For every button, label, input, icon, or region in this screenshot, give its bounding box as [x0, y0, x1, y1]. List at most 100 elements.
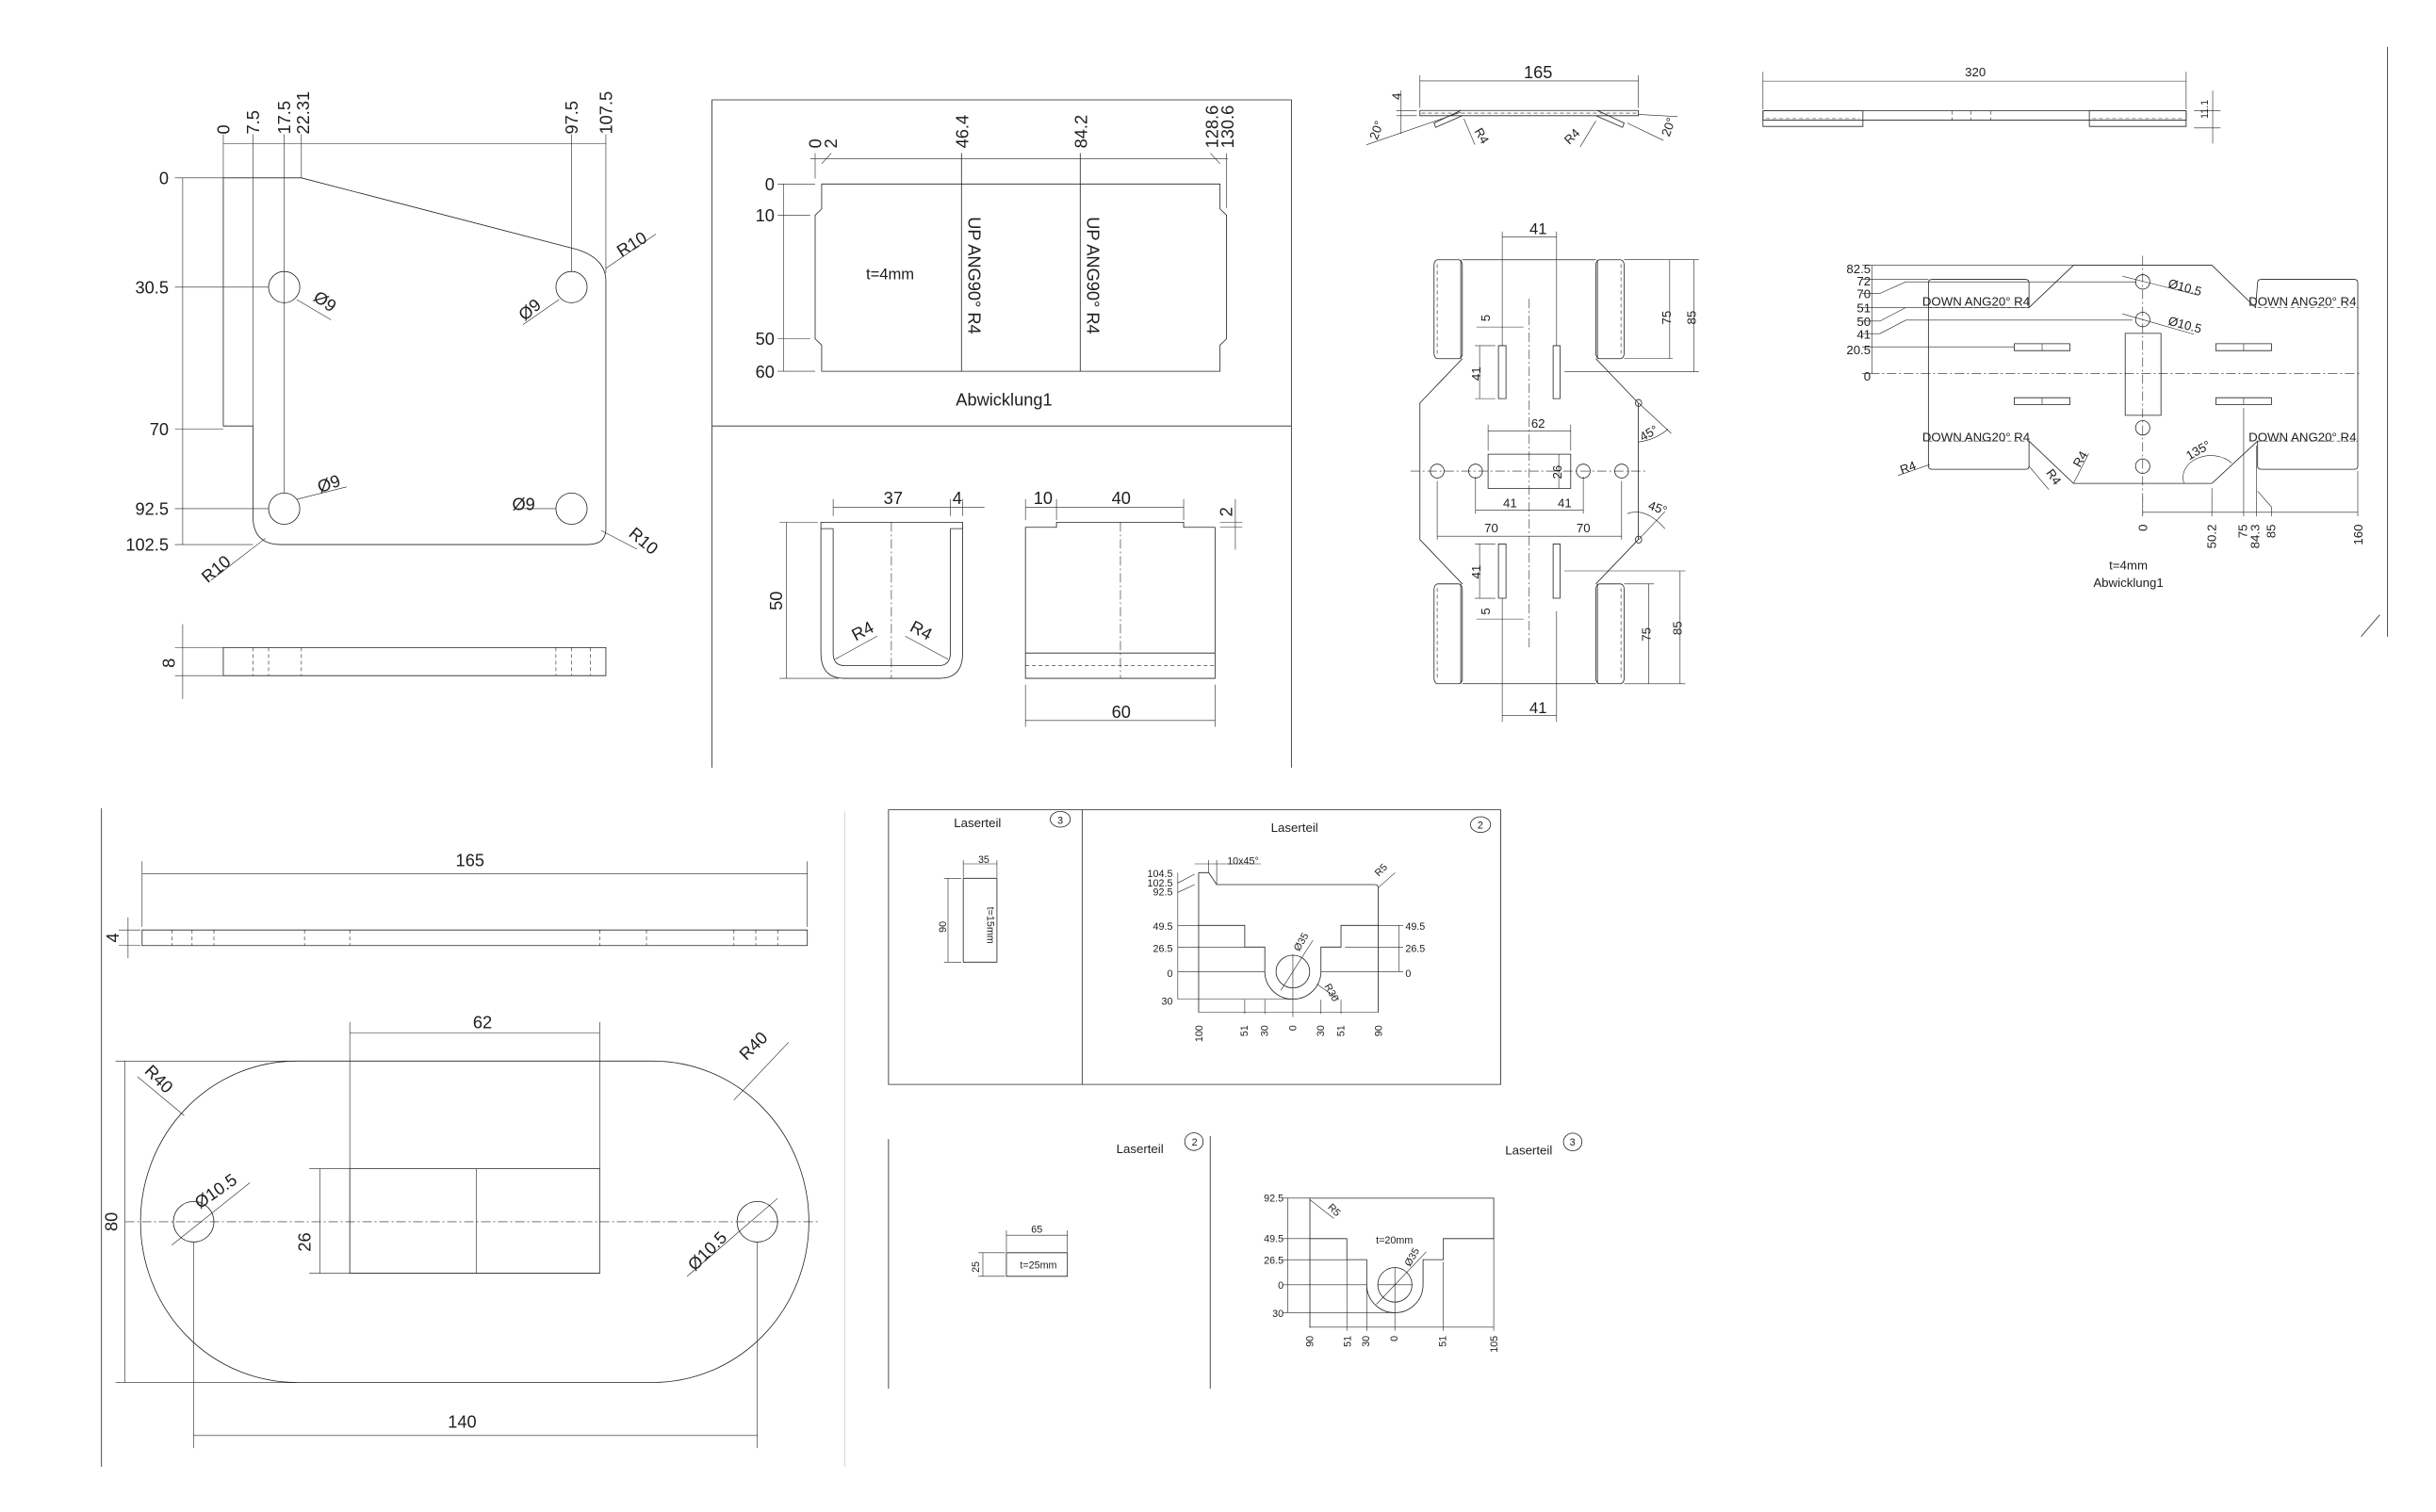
dim-label: 320 [1965, 65, 1986, 79]
sheet-border-right [2361, 47, 2387, 637]
radius-label: R10 [198, 552, 234, 587]
long-part-side [1763, 72, 2221, 143]
dim-label: 26 [296, 1232, 315, 1251]
radius-label: R10 [613, 228, 650, 261]
dim-label: 85 [1685, 311, 1699, 325]
radius-label: R4 [1561, 126, 1583, 148]
dim-label: 0 [215, 124, 234, 134]
radius-label: R4 [907, 617, 936, 644]
hole-label: Ø9 [513, 496, 535, 514]
dim-label: 49.5 [1405, 921, 1425, 933]
dim-label: 50 [1856, 315, 1871, 329]
dim-label: 85 [2264, 525, 2278, 539]
radius-label: R5 [1373, 862, 1390, 879]
dim-label: 72 [1856, 274, 1871, 288]
long-part-flat-pattern [1862, 256, 2361, 517]
dim-label: 0 [2135, 525, 2150, 531]
dim-label: 70 [1484, 521, 1498, 535]
dim-label: 10 [756, 206, 775, 225]
panel-title: Laserteil [954, 816, 1001, 830]
view-caption: Abwicklung1 [2093, 576, 2163, 590]
hole-label: Ø35 [1403, 1246, 1423, 1269]
dim-label: 17.5 [275, 101, 294, 134]
dim-label: 75 [2235, 525, 2249, 539]
dim-label: 0 [807, 138, 826, 148]
dim-label: 90 [1305, 1336, 1316, 1347]
radius-label: R4 [1472, 125, 1492, 146]
dim-label: 2 [822, 138, 841, 148]
hole-label: Ø10.5 [684, 1228, 730, 1275]
dim-label: 50 [767, 592, 786, 610]
dim-label: 30 [1161, 997, 1172, 1008]
radius-label: R5 [1325, 1202, 1342, 1219]
dim-label: 160 [2351, 525, 2365, 545]
dim-label: 0 [1405, 968, 1411, 980]
dim-label: 5 [1479, 608, 1493, 614]
laser-geometry [944, 811, 1491, 1016]
panel-title: Laserteil [1117, 1142, 1164, 1156]
dim-label: 51 [1437, 1336, 1448, 1347]
thickness-note: t=15mm [984, 907, 995, 944]
thickness-note: t=4mm [866, 265, 914, 283]
radius-label: R30 [1322, 982, 1341, 1003]
hole-label: Ø9 [515, 295, 544, 324]
dim-label: 90 [938, 921, 949, 933]
dim-label: 0 [1167, 968, 1172, 980]
dim-label: 130.6 [1218, 106, 1237, 149]
laser-panel-bottom: Laserteil 2 65 25 t=25mm Laserteil 3 92.… [889, 1133, 1582, 1390]
radius-label: R4 [1898, 458, 1918, 477]
dim-label: 90 [1373, 1025, 1384, 1036]
dim-label: 7.5 [244, 110, 263, 134]
bend-note: DOWN ANG20° R4 [2248, 431, 2356, 445]
dim-label: 92.5 [1264, 1193, 1283, 1204]
dim-label: 37 [884, 489, 903, 508]
dim-label: 80 [102, 1212, 121, 1231]
dim-label: 0 [1389, 1336, 1400, 1341]
dim-label: 30.5 [135, 278, 168, 297]
hole-label: Ø9 [315, 471, 343, 496]
dim-label: 2 [1217, 507, 1235, 516]
dim-label: 49.5 [1153, 921, 1173, 933]
dim-label: 60 [756, 363, 775, 382]
bend-note: UP ANG90° R4 [964, 217, 983, 333]
dim-label: 41 [1469, 565, 1483, 579]
dim-label: 60 [1112, 703, 1131, 722]
dim-label: 41 [1558, 496, 1572, 510]
thickness-note: t=20mm [1376, 1235, 1413, 1246]
bend-note: UP ANG90° R4 [1083, 217, 1102, 333]
view-caption: Abwicklung1 [956, 391, 1052, 410]
dim-label: 40 [1112, 489, 1131, 508]
angle-label: 20° [1659, 116, 1678, 138]
dim-label: 26 [1550, 465, 1564, 480]
panel-divider [889, 1136, 1210, 1389]
part-number: 3 [1570, 1137, 1576, 1148]
dim-label: 30 [1260, 1025, 1271, 1036]
dim-label: 30 [1316, 1025, 1327, 1036]
hole-label: Ø9 [310, 287, 339, 316]
angle-label: 20° [1366, 119, 1386, 141]
dim-label: 85 [1671, 621, 1685, 635]
hole-label: Ø10.5 [191, 1170, 240, 1212]
dim-label: 128.6 [1202, 106, 1221, 149]
laser-geometry [978, 1133, 1582, 1331]
dim-label: 26.5 [1405, 943, 1425, 954]
part-number: 2 [1478, 821, 1483, 832]
bracket-geometry [777, 154, 1242, 727]
dim-label: 20.5 [1846, 343, 1871, 357]
dim-label: 100 [1194, 1025, 1205, 1042]
dim-label: 41 [1503, 496, 1517, 510]
dim-label: 0 [1278, 1280, 1283, 1292]
radius-label: R10 [626, 524, 662, 559]
bend-note: DOWN ANG20° R4 [1922, 431, 2030, 445]
dim-label: 70 [1856, 286, 1871, 301]
dim-label: 51 [1342, 1336, 1353, 1347]
dim-label: 30 [1361, 1336, 1372, 1347]
hole-label: Ø10.5 [2166, 276, 2203, 299]
plate-view: 0 7.5 17.5 22.31 97.5 107.5 0 30.5 70 92… [125, 91, 662, 699]
bend-note: DOWN ANG20° R4 [2248, 295, 2356, 309]
chamfer-label: 10x45° [1227, 856, 1259, 868]
radius-label: R4 [2043, 466, 2064, 487]
radius-label: R40 [141, 1062, 177, 1097]
dim-label: 92.5 [135, 500, 168, 519]
